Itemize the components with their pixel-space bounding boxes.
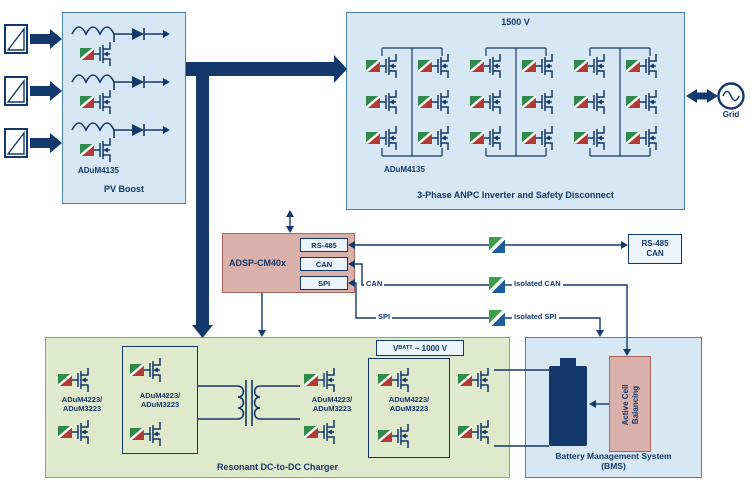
active-cell-balancing-box: Active Cell Balancing [609,356,651,452]
inverter-title: 3-Phase ANPC Inverter and Safety Disconn… [417,190,614,200]
port-label: CAN [315,259,333,269]
isolator-icon [489,237,505,253]
charger-bridge-subblock [122,346,198,454]
isolator-icon [489,310,505,326]
boost-circuit-row [70,20,174,68]
charger-chip-label: ADuM4223/ ADuM3223 [368,395,450,413]
pv-panel-icon [4,76,28,106]
rs485-can-box-line: CAN [646,249,664,258]
grid-double-arrow [686,89,718,103]
grid-connection [686,82,745,110]
charger-chip-label: ADuM4223/ ADuM3223 [46,395,118,413]
balancing-label-line: Balancing [631,385,640,425]
active-cell-balancing-label: Active Cell Balancing [610,357,652,453]
controller-title: ADSP-CM40x [229,257,287,268]
gate-driver-mosfet-cell [304,366,340,394]
bms-title-line: (BMS) [601,460,626,471]
vbatt-rest: ~ 1000 V [412,343,448,353]
can-wire-label: CAN [364,279,385,288]
gate-driver-mosfet-cell [378,366,414,394]
charger-chip-label: ADuM4223/ ADuM3223 [122,391,198,409]
anpc-phase-leg [470,44,562,160]
port-box-can: CAN [300,257,348,271]
gate-driver-mosfet-cell [58,366,94,394]
pv-input-arrows [30,29,62,153]
chip-label-line: ADuM3223 [389,403,429,413]
gate-driver-mosfet-cell [458,366,494,394]
inverter-voltage-label: 1500 V [501,17,530,27]
gate-driver-mosfet-cell [378,422,414,450]
battery-terminal [560,358,576,367]
gate-driver-mosfet-cell [58,418,94,446]
dc-bus-arrows [186,55,347,338]
anpc-phase-leg [574,44,666,160]
grid-label: Grid [722,110,740,119]
bms-title: Battery Management System (BMS) [525,451,702,472]
comm-wires [355,244,628,349]
chip-label-line: ADuM4223/ [388,395,430,404]
boost-circuit-row [70,116,174,164]
rs485-can-box: RS-485 CAN [628,234,682,264]
chip-label-line: ADuM4223/ [139,391,181,400]
grid-icon [717,82,745,110]
spi-wire [355,282,601,330]
charger-title: Resonant DC-to-DC Charger [216,462,338,472]
chip-label-line: ADuM3223 [140,399,180,409]
pv-panel-icon [4,24,28,54]
isolated-spi-label: Isolated SPI [512,312,559,321]
port-label: RS-485 [311,240,337,250]
gate-driver-mosfet-cell [458,418,494,446]
inverter-chip-label: ADuM4135 [384,165,425,174]
chip-label-line: ADuM3223 [62,403,102,413]
gate-driver-mosfet-cell [304,418,340,446]
balancing-label-line: Active Cell [621,384,630,426]
port-box-rs485: RS-485 [300,238,348,252]
chip-label-line: ADuM4223/ [61,395,103,404]
port-box-spi: SPI [300,276,348,290]
pv-panel-icon [4,128,28,158]
chip-label-line: ADuM3223 [312,403,352,413]
pv-chip-label: ADuM4135 [78,166,119,175]
transformer-icon [198,372,300,434]
chip-label-line: ADuM4223/ [311,395,353,404]
charger-bridge-subblock [368,358,450,458]
spi-wire-label: SPI [376,312,393,321]
vbatt-sub: BATT [398,345,413,351]
gate-driver-mosfet-cell [130,356,166,384]
gate-driver-mosfet-cell [130,420,166,448]
pv-boost-title: PV Boost [103,184,144,194]
battery-icon [549,366,587,446]
isolated-can-label: Isolated CAN [512,279,563,288]
charger-chip-label: ADuM4223/ ADuM3223 [296,395,368,413]
rs485-can-box-line: RS-485 [641,238,669,248]
boost-circuit-row [70,68,174,116]
isolator-icon [489,277,505,293]
bms-title-line: Battery Management System [555,451,672,461]
grid-sine-icon [722,90,740,102]
anpc-phase-leg [366,44,458,160]
port-label: SPI [317,278,331,288]
